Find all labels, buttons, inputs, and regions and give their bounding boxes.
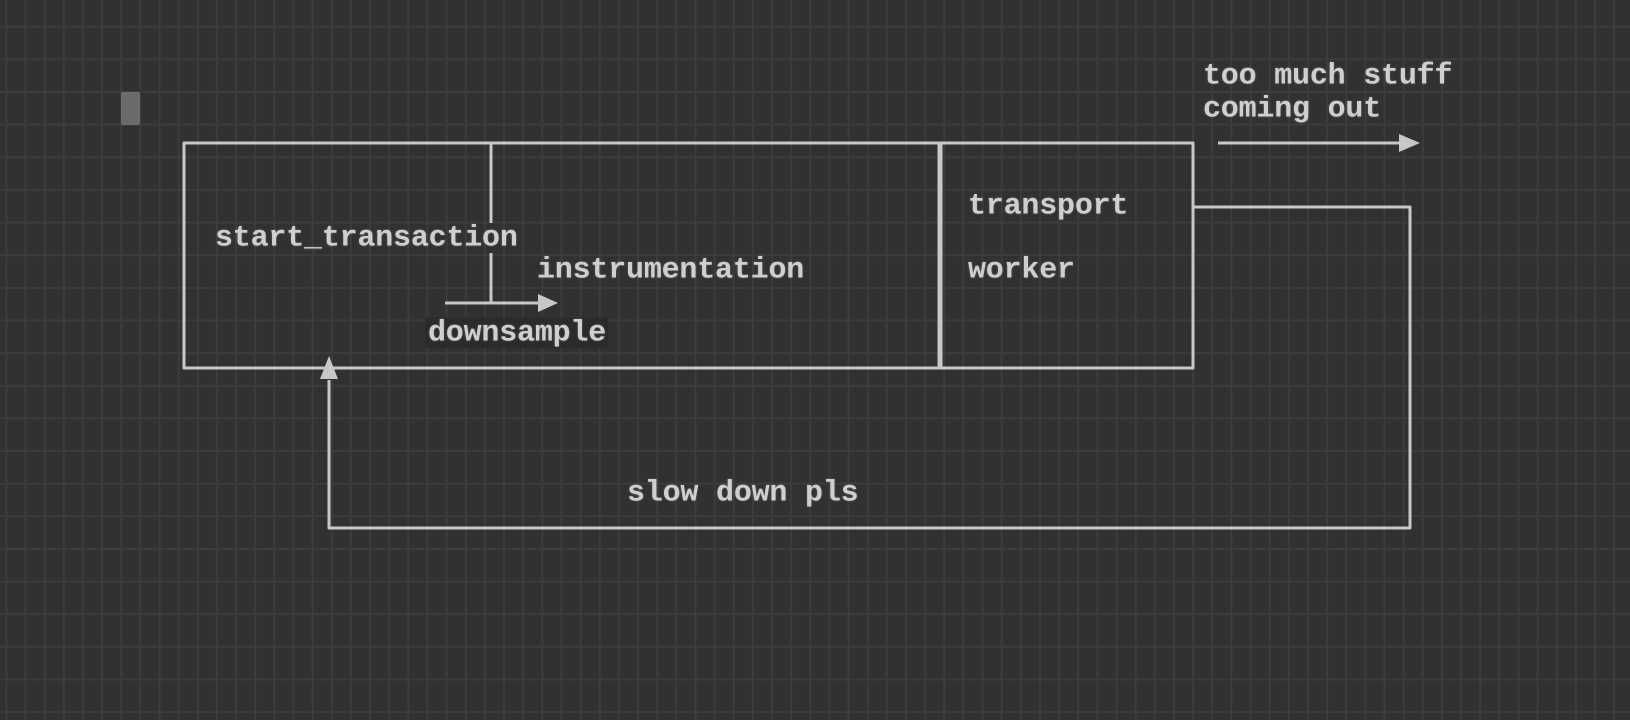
downsample-arrow[interactable] [445,294,558,312]
label-transport[interactable]: transport [968,189,1129,224]
label-coming-out[interactable]: coming out [1203,92,1382,127]
label-worker[interactable]: worker [968,253,1075,288]
label-too-much-stuff[interactable]: too much stuff [1203,59,1453,94]
pipeline-box[interactable] [182,141,1195,370]
label-downsample[interactable]: downsample [428,316,607,351]
feedback-loop-arrow[interactable] [320,205,1412,530]
output-arrow[interactable] [1218,134,1420,152]
label-start-transaction[interactable]: start_transaction [215,221,518,256]
label-instrumentation[interactable]: instrumentation [537,253,805,288]
label-slow-down-pls[interactable]: slow down pls [627,476,859,511]
text-cursor-block [121,92,140,125]
downsample-highlight [425,317,608,349]
